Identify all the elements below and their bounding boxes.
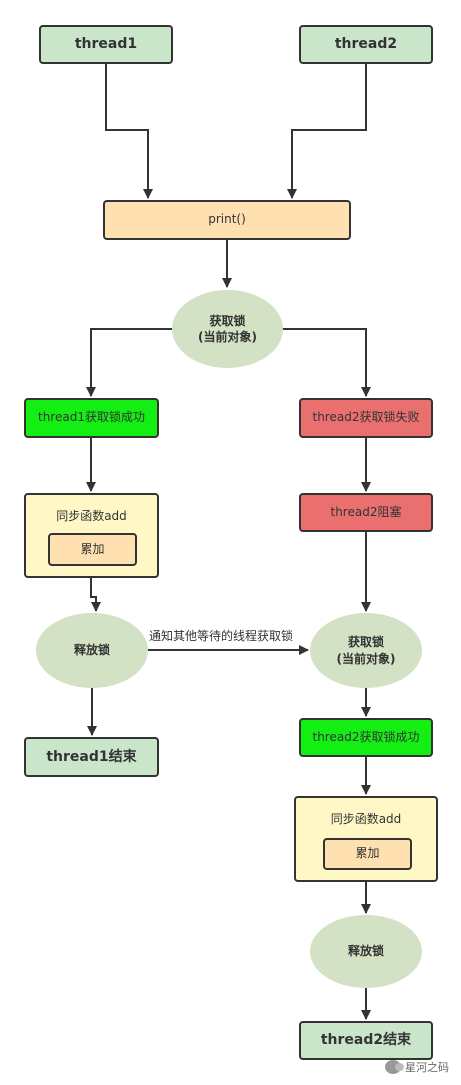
node-sync-function-1: 同步函数add 累加	[24, 493, 159, 578]
node-sync-function-2-title: 同步函数add	[330, 812, 402, 826]
node-release-lock-1-label: 释放锁	[73, 643, 110, 658]
node-thread2-lock-success: thread2获取锁成功	[299, 718, 433, 757]
node-acquire-lock-1-line2: (当前对象)	[198, 330, 257, 344]
node-thread1-end: thread1结束	[24, 737, 159, 777]
node-release-lock-1: 释放锁	[36, 613, 148, 688]
node-accumulate-1: 累加	[48, 533, 137, 566]
node-acquire-lock-1-line1: 获取锁	[209, 313, 246, 328]
node-acquire-lock-2-line1: 获取锁	[347, 635, 384, 650]
watermark-text: 星河之码	[405, 1061, 449, 1074]
node-thread2-blocked: thread2阻塞	[299, 493, 433, 532]
node-thread1-label: thread1	[74, 36, 138, 53]
node-acquire-lock-2-line2: (当前对象)	[336, 651, 396, 666]
node-thread2-lock-fail-label: thread2获取锁失败	[312, 410, 420, 425]
node-accumulate-2-label: 累加	[355, 846, 380, 861]
node-print: print()	[103, 200, 351, 240]
node-acquire-lock-2: 获取锁 (当前对象)	[310, 613, 422, 688]
node-accumulate-2: 累加	[323, 838, 412, 870]
node-thread2-label: thread2	[334, 36, 398, 53]
watermark: 星河之码	[385, 1059, 449, 1075]
node-sync-function-2: 同步函数add 累加	[294, 796, 438, 882]
node-accumulate-1-label: 累加	[80, 541, 105, 556]
node-thread2-blocked-label: thread2阻塞	[330, 504, 402, 519]
node-thread1-lock-success-label: thread1获取锁成功	[38, 410, 145, 425]
node-thread2-end: thread2结束	[299, 1021, 433, 1060]
node-print-label: print()	[208, 212, 246, 227]
node-acquire-lock-1: 获取锁 (当前对象)	[172, 290, 283, 368]
node-thread2-end-label: thread2结束	[320, 1032, 412, 1049]
node-thread2: thread2	[299, 25, 433, 64]
node-thread2-lock-fail: thread2获取锁失败	[299, 398, 433, 438]
node-thread1-lock-success: thread1获取锁成功	[24, 398, 159, 438]
node-sync-function-1-title: 同步函数add	[56, 509, 127, 523]
node-thread1: thread1	[39, 25, 173, 64]
wechat-icon	[385, 1060, 404, 1074]
node-release-lock-2-label: 释放锁	[347, 944, 384, 959]
edge-lock-t1success	[86, 328, 172, 397]
node-thread1-end-label: thread1结束	[46, 748, 137, 765]
edge-lock-t2fail	[283, 328, 371, 397]
edge-label-notify: 通知其他等待的线程获取锁	[149, 629, 294, 643]
node-release-lock-2: 释放锁	[310, 915, 422, 988]
edge-thread1-print	[105, 64, 153, 199]
node-thread2-lock-success-label: thread2获取锁成功	[312, 729, 420, 744]
edge-sync1-release1	[90, 578, 101, 612]
edge-thread2-print	[287, 64, 367, 199]
